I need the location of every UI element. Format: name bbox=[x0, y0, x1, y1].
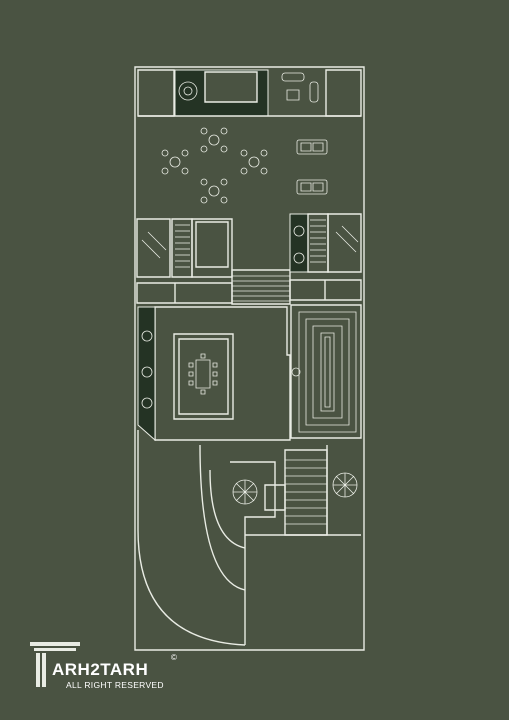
logo-mark bbox=[30, 642, 80, 687]
staircase-icon bbox=[232, 270, 290, 304]
brand-tagline: ALL RIGHT RESERVED bbox=[66, 680, 164, 690]
palm-icon bbox=[142, 331, 152, 408]
right-stair-block bbox=[290, 214, 361, 300]
staircase-icon bbox=[310, 220, 358, 262]
tree-icon bbox=[179, 82, 197, 100]
planting-strip-left bbox=[138, 307, 155, 440]
palm-icon bbox=[333, 473, 357, 497]
sofa-icon bbox=[282, 73, 318, 102]
round-table-icon bbox=[162, 150, 188, 174]
round-table-icon bbox=[241, 150, 267, 174]
roof-terrace bbox=[138, 70, 361, 116]
staircase-icon bbox=[285, 450, 327, 535]
round-table-icon bbox=[201, 179, 227, 203]
palm-icon bbox=[294, 226, 304, 263]
palm-icon bbox=[233, 480, 257, 504]
site-boundary bbox=[135, 67, 364, 650]
dining-table-icon bbox=[189, 354, 217, 394]
seating-area bbox=[162, 128, 327, 203]
sofa-icon bbox=[297, 180, 327, 194]
brand-name: ARH2TARH bbox=[52, 660, 149, 679]
staircase-icon bbox=[142, 225, 190, 267]
left-stair-block bbox=[137, 219, 232, 303]
round-table-icon bbox=[201, 128, 227, 152]
dining-hall bbox=[138, 307, 290, 440]
sofa-icon bbox=[297, 140, 327, 154]
copyright-symbol: © bbox=[171, 653, 177, 662]
reflecting-pool bbox=[291, 305, 361, 438]
